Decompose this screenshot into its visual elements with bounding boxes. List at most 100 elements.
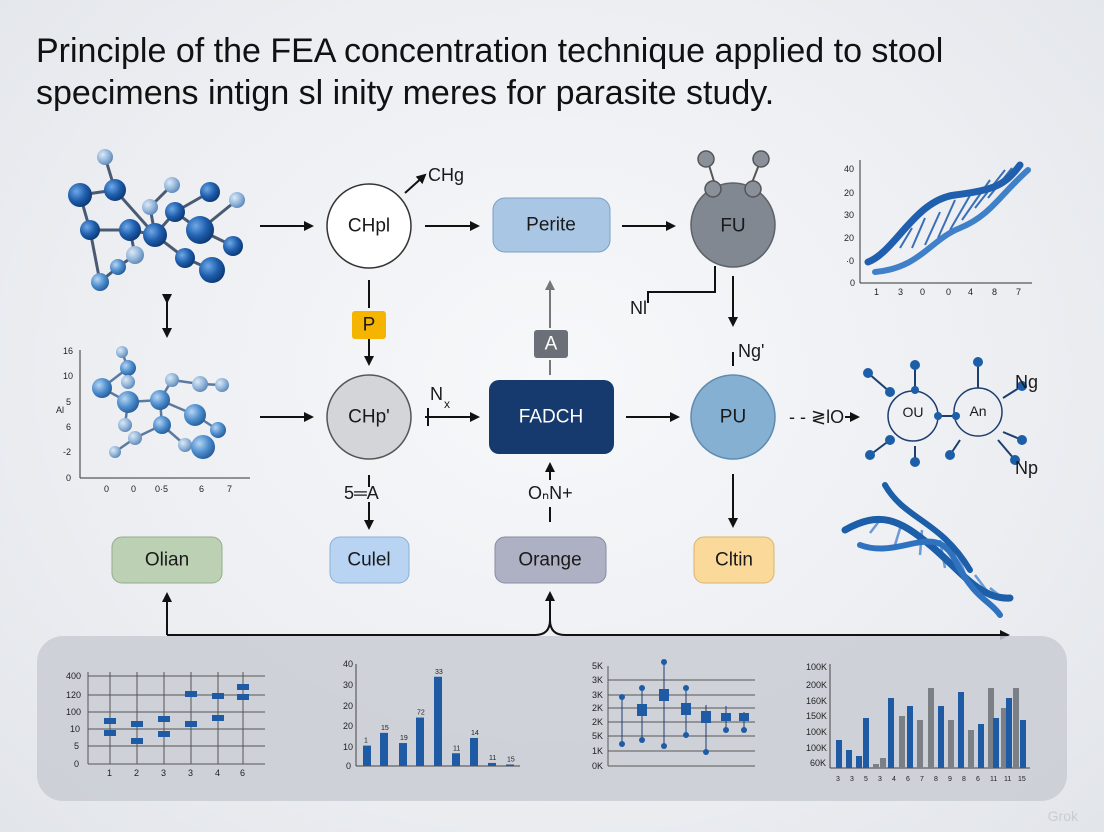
c1-x-tick: 4	[215, 768, 220, 778]
node-pu: PU	[690, 374, 776, 460]
mol-np-label: Np	[1015, 458, 1038, 478]
node-perite: Perite	[492, 197, 611, 253]
c1-y-tick: 5	[74, 741, 79, 751]
c3-y-tick: 1K	[592, 746, 603, 756]
chart4-bar	[880, 758, 886, 768]
chart4-bar	[948, 720, 954, 768]
badge-a-label: A	[545, 334, 558, 355]
chart2-bar-label: 72	[417, 710, 425, 717]
helix-x-tick: 0	[946, 287, 951, 297]
mol-ng-label: Ng	[1015, 372, 1038, 392]
chart2-bar	[416, 717, 424, 766]
c4-y-tick: 200K	[806, 680, 827, 690]
helix-y-tick: 30	[844, 210, 854, 220]
bottom-routing-arrows	[162, 591, 1010, 640]
helix-x-tick: 1	[874, 287, 879, 297]
c1-y-tick: 100	[66, 707, 81, 717]
chart4-x-tick: 5	[864, 776, 868, 783]
page-title: Principle of the FEA concentration techn…	[36, 30, 1076, 114]
c2-y-tick: 10	[343, 742, 353, 752]
chart4-x-tick: 6	[906, 776, 910, 783]
chart4-x-tick: 8	[962, 776, 966, 783]
chart4-bar	[888, 698, 894, 768]
mol-ou-label: OU	[903, 404, 924, 420]
c3-y-tick: 5K	[592, 661, 603, 671]
chart4-bar	[856, 756, 862, 768]
c1-x-tick: 1	[107, 768, 112, 778]
c1-x-tick: 3	[161, 768, 166, 778]
chart4-bar	[899, 716, 905, 768]
chart4-bar	[1020, 720, 1026, 768]
chart4-bar	[928, 688, 934, 768]
ni-label: Nl	[630, 298, 647, 318]
scatter-y-tick: 0	[66, 473, 71, 483]
helix-y-tick: 40	[844, 164, 854, 174]
chart2-bar-label: 1	[364, 738, 368, 745]
c3-y-tick: 0K	[592, 761, 603, 771]
badge-p: P	[352, 311, 386, 339]
vertical-arrows	[364, 266, 738, 366]
chart4-bar	[978, 724, 984, 768]
chart4-bar	[938, 706, 944, 768]
chart2-bar	[488, 762, 496, 766]
scatter-x-tick: 6	[199, 484, 204, 494]
c3-y-tick: 3K	[592, 690, 603, 700]
c1-x-tick: 2	[134, 768, 139, 778]
title-line-2: specimens intign sl inity meres for para…	[36, 74, 775, 112]
chart4-x-tick: 3	[850, 776, 854, 783]
chart2-bar	[380, 732, 388, 766]
c4-y-tick: 100K	[806, 743, 827, 753]
chart4-x-tick: 15	[1018, 776, 1026, 783]
bottom-chart-3: 5K 3K 3K 2K 2K 5K 1K 0K	[592, 659, 755, 771]
chart4-bar	[846, 750, 852, 768]
chart4-x-tick: 7	[920, 776, 924, 783]
node-chp: CHp'	[326, 374, 412, 460]
scatter-y-tick: -2	[63, 447, 71, 457]
node-fadch-label: FADCH	[519, 407, 583, 428]
chart4-bar	[988, 688, 994, 768]
c1-y-tick: 400	[66, 671, 81, 681]
pill-cltin-label: Cltin	[715, 550, 753, 571]
helix-chart-top-right: 40 20 30 20 ·0 0 1 3 0 0 4 8 7	[844, 160, 1032, 297]
c2-y-tick: 40	[343, 659, 353, 669]
chart4-bar	[836, 740, 842, 768]
node-chpl-label: CHpl	[348, 216, 390, 237]
nx-label: N	[430, 384, 443, 404]
mol-an-label: An	[969, 403, 986, 419]
bottom-panel	[37, 636, 1067, 801]
node-fu: FU	[690, 150, 776, 268]
c1-y-tick: 10	[70, 724, 80, 734]
pill-culel-label: Culel	[347, 550, 390, 571]
node-chpl: CHpl	[326, 183, 412, 269]
scatter-x-tick: 7	[227, 484, 232, 494]
chart4-x-tick: 9	[948, 776, 952, 783]
bottom-chart-1: 400 120 100 10 5 0 1 2 3 3 4 6	[66, 671, 265, 778]
chart4-bar	[968, 730, 974, 768]
helix-y-tick: 20	[844, 188, 854, 198]
chart2-bar	[470, 737, 478, 766]
pill-culel: Culel	[329, 536, 410, 584]
scatter-y-tick: 6	[66, 422, 71, 432]
chart4-bar	[907, 706, 913, 768]
pill-olian: Olian	[111, 536, 223, 584]
c4-y-tick: 60K	[810, 758, 826, 768]
helix-x-tick: 7	[1016, 287, 1021, 297]
chart2-bar-label: 11	[489, 755, 496, 762]
node-pu-label: PU	[720, 407, 746, 428]
chart4-bar	[1006, 698, 1012, 768]
chart2-bar-label: 14	[471, 730, 479, 737]
chart2-bar-label: 33	[435, 669, 443, 676]
chart4-bar	[863, 718, 869, 768]
scatter-x-tick: 0	[104, 484, 109, 494]
chart2-bar-label: 19	[400, 735, 408, 742]
dna-helix-icon	[864, 161, 1031, 275]
title-line-1: Principle of the FEA concentration techn…	[36, 32, 944, 70]
helix-x-tick: 8	[992, 287, 997, 297]
c2-y-tick: 0	[346, 761, 351, 771]
c4-y-tick: 100K	[806, 727, 827, 737]
node-perite-label: Perite	[526, 215, 576, 236]
five-a-label: 5═A	[344, 483, 379, 503]
chart4-x-tick: 11	[1004, 776, 1011, 783]
